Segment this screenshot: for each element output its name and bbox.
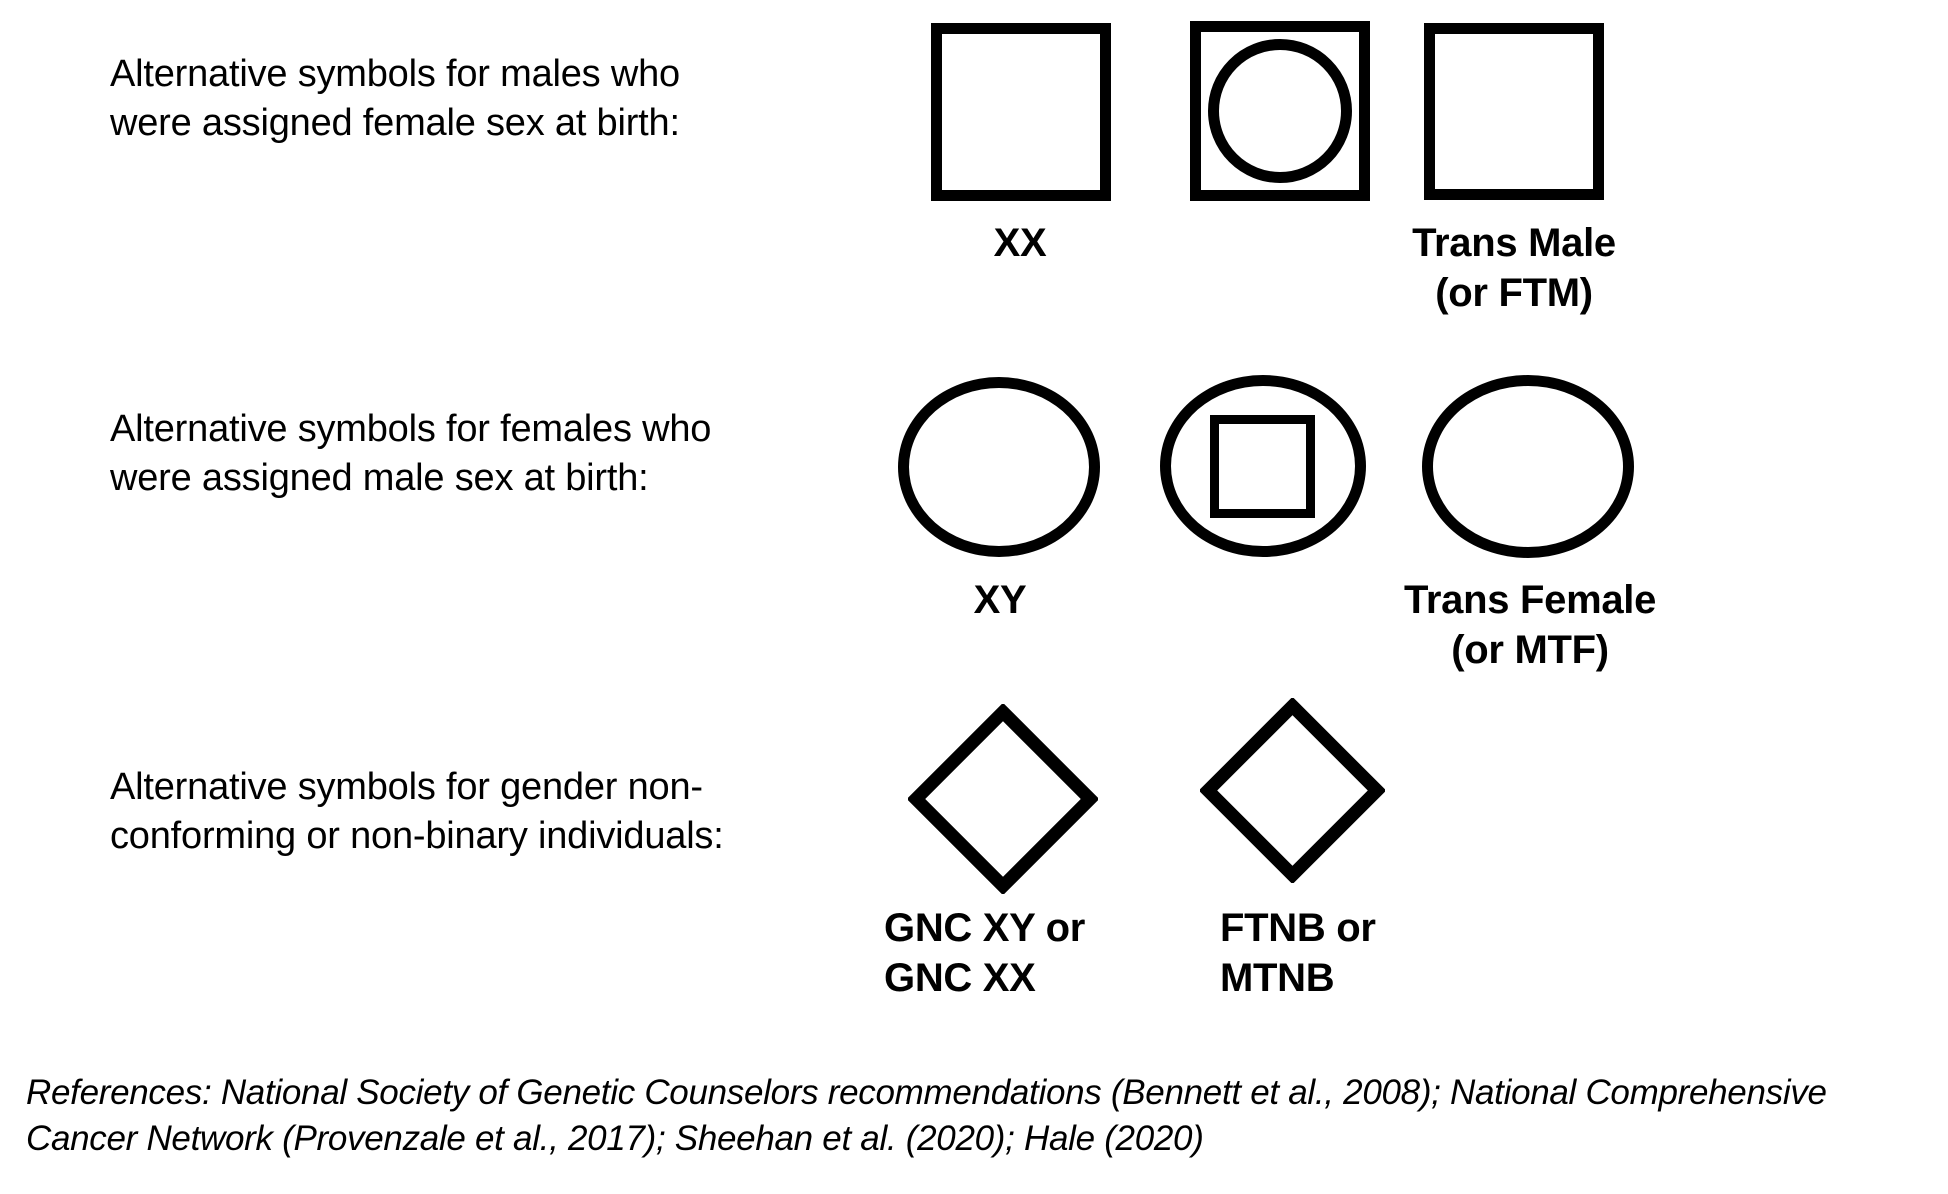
symbol-diamond-gnc [908,704,1098,894]
caption-ftnb: FTNB or MTNB [1220,906,1376,1000]
caption-xy: XY [973,578,1027,622]
inner-square-icon [1210,415,1315,518]
symbol-square-trans-male [1424,23,1604,200]
row-description-gender-nonconforming: Alternative symbols for gender non- conf… [110,766,724,858]
symbol-square-xx [931,23,1111,201]
symbol-square-with-circle [1190,21,1370,201]
row-description-males-assigned-female: Alternative symbols for males who were a… [110,53,680,145]
symbol-diamond-ftnb [1200,698,1385,883]
symbol-circle-xy [898,377,1100,557]
row-description-females-assigned-male: Alternative symbols for females who were… [110,408,712,500]
inner-circle-icon [1208,39,1352,183]
symbol-circle-trans-female [1422,375,1634,558]
symbol-circle-with-square [1160,375,1366,557]
references-text: References: National Society of Genetic … [26,1073,1827,1159]
caption-xx: XX [993,221,1047,265]
caption-gnc: GNC XY or GNC XX [884,906,1086,1000]
caption-trans-female: Trans Female (or MTF) [1403,578,1657,672]
caption-trans-male: Trans Male (or FTM) [1412,221,1616,315]
